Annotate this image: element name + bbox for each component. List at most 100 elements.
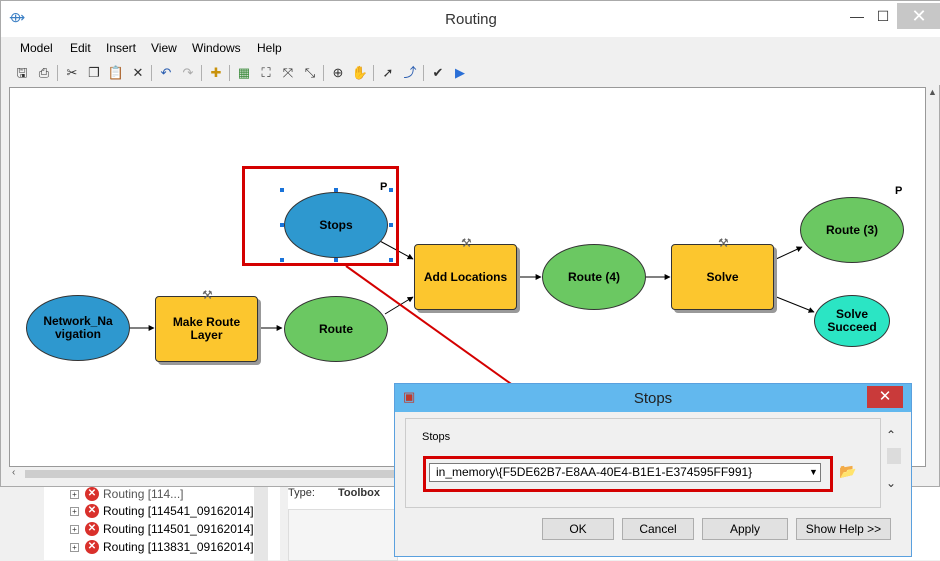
connector[interactable] xyxy=(773,295,815,313)
type-label: Type: xyxy=(288,487,315,499)
toolbox-icon: ▣ xyxy=(403,389,416,404)
type-value: Toolbox xyxy=(338,487,380,499)
print-icon[interactable]: ⎙ xyxy=(38,65,50,80)
ok-button[interactable]: OK xyxy=(542,518,614,540)
route-node[interactable]: Route xyxy=(284,296,388,362)
annotation-highlight-box xyxy=(423,456,833,492)
selection-handle[interactable] xyxy=(280,258,284,262)
scroll-left-icon[interactable]: ‹ xyxy=(12,467,16,478)
zoom-in-fixed-icon[interactable]: ⤧ xyxy=(282,65,294,80)
scroll-down-icon[interactable]: ⌄ xyxy=(886,476,897,490)
dialog-title: Stops xyxy=(633,390,673,407)
menu-help[interactable]: Help xyxy=(257,41,282,55)
apply-button[interactable]: Apply xyxy=(702,518,788,540)
vertical-scrollbar[interactable]: ▲ xyxy=(926,87,939,467)
expand-icon[interactable]: + xyxy=(70,524,79,534)
paste-icon[interactable]: 📋 xyxy=(107,65,125,80)
network-navigation-node[interactable]: Network_Na vigation xyxy=(26,295,130,361)
toolbar-separator xyxy=(373,65,374,81)
expand-icon[interactable]: + xyxy=(70,506,79,516)
toolbar-separator xyxy=(323,65,324,81)
select-icon[interactable]: ➚ xyxy=(382,65,394,80)
maximize-button[interactable]: ☐ xyxy=(876,8,890,24)
minimize-button[interactable]: — xyxy=(850,8,864,24)
solve-succeed-node[interactable]: Solve Succeed xyxy=(814,295,890,347)
parameter-label: Stops xyxy=(422,431,451,443)
full-extent-icon[interactable]: ⛶ xyxy=(261,65,271,80)
auto-layout-icon[interactable]: ▦ xyxy=(237,65,251,80)
scroll-thumb[interactable] xyxy=(887,448,901,464)
connector[interactable] xyxy=(384,296,414,315)
menu-insert[interactable]: Insert xyxy=(106,41,137,55)
node-label: Add Locations xyxy=(423,269,508,284)
tree-row[interactable]: + ✕ Routing [114...] xyxy=(70,485,184,503)
expand-icon[interactable]: + xyxy=(70,542,79,552)
node-label: Solve Succeed xyxy=(827,307,877,334)
delete-icon[interactable]: ✕ xyxy=(132,65,144,80)
toolbar-separator xyxy=(201,65,202,81)
dialog-title-bar[interactable]: ▣ Stops ✕ xyxy=(395,384,911,412)
selection-handle[interactable] xyxy=(280,223,284,227)
browse-folder-icon[interactable]: 📂 xyxy=(839,463,857,479)
error-icon: ✕ xyxy=(85,522,99,536)
menu-view[interactable]: View xyxy=(151,41,177,55)
solve-node[interactable]: ⚒ Solve xyxy=(671,237,774,310)
undo-icon[interactable]: ↶ xyxy=(160,65,172,80)
menu-windows[interactable]: Windows xyxy=(192,41,241,55)
stops-node[interactable]: Stops xyxy=(284,192,388,258)
scroll-up-icon[interactable]: ▲ xyxy=(928,87,937,97)
add-data-icon[interactable]: ✚ xyxy=(210,65,222,80)
toolbar-separator xyxy=(57,65,58,81)
error-icon: ✕ xyxy=(85,504,99,518)
zoom-out-fixed-icon[interactable]: ⤡ xyxy=(304,65,316,80)
menu-edit[interactable]: Edit xyxy=(70,41,91,55)
connector[interactable] xyxy=(773,246,803,261)
menu-model[interactable]: Model xyxy=(20,41,53,55)
expand-icon[interactable]: + xyxy=(70,489,79,499)
connect-icon[interactable]: ⤴ xyxy=(403,65,417,80)
stops-path-input[interactable]: in_memory\{F5DE62B7-E8AA-40E4-B1E1-E3745… xyxy=(429,463,821,482)
route-3-node[interactable]: Route (3) xyxy=(800,197,904,263)
zoom-in-icon[interactable]: ⊕ xyxy=(332,65,344,80)
selection-handle[interactable] xyxy=(280,188,284,192)
cut-icon[interactable]: ✂ xyxy=(66,65,78,80)
node-label: Route xyxy=(319,321,353,336)
copy-icon[interactable]: ❐ xyxy=(88,65,100,80)
pan-icon[interactable]: ✋ xyxy=(351,65,369,80)
tree-row[interactable]: + ✕ Routing [114501_09162014] xyxy=(70,520,254,538)
save-icon[interactable]: 🖫 xyxy=(16,65,28,80)
annotation-arrow xyxy=(345,265,529,397)
run-icon[interactable]: ▶ xyxy=(455,65,465,80)
menu-bar: Model Edit Insert View Windows Help xyxy=(1,37,940,59)
tree-row-label: Routing [113831_09162014] xyxy=(103,540,254,554)
add-locations-node[interactable]: ⚒ Add Locations xyxy=(414,237,517,310)
redo-icon[interactable]: ↷ xyxy=(182,65,194,80)
connector[interactable] xyxy=(377,239,414,260)
splitter[interactable] xyxy=(280,485,288,561)
selection-handle[interactable] xyxy=(389,258,393,262)
selection-handle[interactable] xyxy=(389,188,393,192)
dialog-close-button[interactable]: ✕ xyxy=(867,386,903,408)
route-4-node[interactable]: Route (4) xyxy=(542,244,646,310)
selection-handle[interactable] xyxy=(334,258,338,262)
error-icon: ✕ xyxy=(85,540,99,554)
tree-row[interactable]: + ✕ Routing [113831_09162014] xyxy=(70,538,254,556)
chevron-down-icon[interactable]: ▼ xyxy=(807,464,820,481)
tree-row[interactable]: + ✕ Routing [114541_09162014] xyxy=(70,502,254,520)
title-bar[interactable]: ⟴ Routing — ☐ ✕ xyxy=(1,1,940,37)
close-button[interactable]: ✕ xyxy=(897,3,940,29)
stops-dialog: ▣ Stops ✕ Stops ⌃ ⌄ in_memory\{F5DE62B7-… xyxy=(394,383,912,557)
cancel-button[interactable]: Cancel xyxy=(622,518,694,540)
node-label: Route (4) xyxy=(568,269,620,284)
selection-handle[interactable] xyxy=(334,188,338,192)
dialog-scrollbar[interactable]: ⌃ ⌄ xyxy=(883,418,903,508)
tree-scrollbar[interactable] xyxy=(254,485,268,561)
tree-row-label: Routing [114501_09162014] xyxy=(103,522,254,536)
parameter-marker: P xyxy=(895,185,903,197)
make-route-layer-node[interactable]: ⚒ Make Route Layer xyxy=(155,289,258,362)
scroll-thumb[interactable] xyxy=(25,470,399,478)
scroll-up-icon[interactable]: ⌃ xyxy=(886,428,897,442)
validate-icon[interactable]: ✔ xyxy=(432,65,444,80)
show-help-button[interactable]: Show Help >> xyxy=(796,518,891,540)
selection-handle[interactable] xyxy=(389,223,393,227)
